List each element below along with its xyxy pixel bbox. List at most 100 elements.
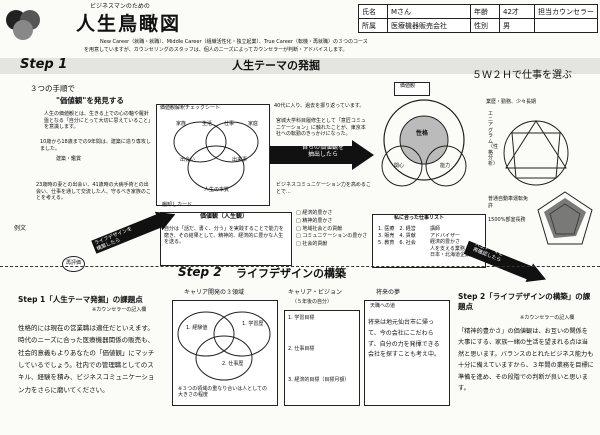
left-box-1-sub: 建築・鑑賞 xyxy=(56,156,82,162)
venn-center: 人生の本質 xyxy=(204,187,230,193)
center-top: 価値観 xyxy=(400,83,416,89)
vision-title: キャリア・ビジョン xyxy=(288,289,343,296)
venn-title: 価値観解釈チェックシート xyxy=(160,105,221,111)
domain-label-1: 1. 経験値 xyxy=(186,325,208,331)
venn-label-2: 生活 xyxy=(202,121,213,127)
list-item: アドバイザー xyxy=(430,232,461,239)
age-value: 42才 xyxy=(499,4,535,19)
list-item: 1. 医療 2. 経営 xyxy=(378,226,416,232)
job-list: 1. 医療 2. 経営 3. 販売 4. 貢献 5. 教育 6. 社会 xyxy=(378,226,428,247)
mid-note: 40代に入り、過去を振り返っています。 xyxy=(274,103,365,109)
step2-right-subheader: ※カウンセラーの記入欄 xyxy=(520,315,575,321)
left-star-text: 人生の価値観とは、生きる上での心の軸や羅針盤となる「自分にとって大切に思えている… xyxy=(44,111,151,130)
job-list-box xyxy=(372,214,486,268)
dream-title: 将来の夢 xyxy=(376,289,401,296)
step2-label: Step 2 xyxy=(178,265,222,279)
org-value: 医療機器販売会社 xyxy=(387,18,471,33)
step2-left-header: Step 1「人生テーマ発掘」の課題点 xyxy=(18,295,143,304)
checklist-item[interactable]: □ コミュニケーションの豊かさ xyxy=(296,233,368,240)
gender-label: 性別 xyxy=(470,18,500,33)
arrow-left-band xyxy=(90,205,179,257)
checklist-item[interactable]: □ 社会的貢献 xyxy=(296,241,328,247)
profile-table: 氏名 Mさん 年齢 42才 担当カウンセラー 所属 医療機器販売会社 性別 男 xyxy=(358,4,598,33)
arrow-down-right-icon xyxy=(463,240,546,283)
extract-arrow-text: 自らの価値観を 抽出したら xyxy=(301,144,344,159)
vision-item: 1. 学習目標 xyxy=(288,315,315,321)
org-label: 所属 xyxy=(358,18,388,33)
three-note: ※３つの領域の重なり合いは人としての大きさの程度 xyxy=(178,386,268,398)
card-title: 価値観（人生観） xyxy=(200,213,249,220)
step1-title: 人生テーマの発掘 xyxy=(232,59,320,72)
checklist-item[interactable]: □ 地域社会との貢献 xyxy=(296,225,343,232)
dream-sub: 天職への道 xyxy=(370,303,396,309)
venn-sub-1: 出会い xyxy=(180,157,196,163)
list-item: 経済的豊かさ xyxy=(430,239,461,245)
step1-label: Step 1 xyxy=(20,57,68,72)
value-card xyxy=(160,212,292,266)
right-title: ５Ｗ２Ｈで仕事を選ぶ xyxy=(472,70,572,81)
checklist-item[interactable]: □ 精神的豊かさ xyxy=(296,217,333,224)
arrow-right-band xyxy=(463,238,550,289)
vision-items: 1. 学習目標 2. 仕事目標 3. 経済的目標（目標月額） xyxy=(288,314,356,383)
venn-label-1: 家族 xyxy=(176,121,187,127)
card-text: 自分は「話だ、書く、分う」を実践することで能力を磨き、その結果として、精神的、経… xyxy=(164,226,284,245)
venn-label-4: 家庭 xyxy=(248,121,259,127)
dream-body: 将来は地元仙台市に帰って、今の会社にこだわらず、自分の力を発揮できる会社を探すこ… xyxy=(368,319,441,359)
list-item: 講師 xyxy=(430,226,441,232)
counselor-label: 担当カウンセラー xyxy=(534,4,598,19)
three-domain-venn xyxy=(177,311,271,381)
brand-subtitle: ビジネスマンのための xyxy=(90,3,150,10)
center-left: 関心 xyxy=(394,163,405,169)
job-list-right: 講師 アドバイザー 経済的豊かさ 人を支える業務 日本・北海道企業 xyxy=(430,226,482,259)
right-sub: 業歴・勤務、少々長期 xyxy=(486,99,537,105)
domain-label-3: 2. 仕事歴 xyxy=(222,361,244,367)
left-heading-2: "価値観"を発見する xyxy=(56,96,124,105)
logo-circles-icon xyxy=(6,10,40,40)
right-note-1: 普通自動車運転免許 xyxy=(488,196,529,209)
checklist-item[interactable]: □ 経済的豊かさ xyxy=(296,210,333,216)
arrow-up-right-icon xyxy=(91,211,176,254)
domain-label-2: 1. 学習歴 xyxy=(242,321,264,327)
left-heading: ３つの手順で xyxy=(30,84,75,93)
arrow-right-icon xyxy=(270,140,374,170)
reassess-badge: 再評価 xyxy=(62,256,86,272)
step2-left-body: 性格的には現在の営業職は適任だといえます。時代のニーズに合った医療機器関係の販売… xyxy=(18,324,155,394)
name-value: Mさん xyxy=(387,4,471,19)
step2-title: ライフデザインの構築 xyxy=(236,267,346,280)
list-item: 5. 教育 6. 社会 xyxy=(378,240,416,246)
enneagram-chart xyxy=(503,120,569,186)
venn-diagram xyxy=(173,121,259,191)
vision-item: 3. 経済的目標（目標月額） xyxy=(288,377,350,383)
center-top-box xyxy=(394,82,430,96)
step1-band xyxy=(0,58,600,74)
venn-check-sheet xyxy=(156,104,270,206)
center-circle: 性格 xyxy=(416,130,429,137)
step2-left-subheader: ※カウンセラーの記入欄 xyxy=(92,307,147,313)
vision-sub: （５年後の自分） xyxy=(292,299,333,305)
right-notes: 普通自動車運転免許 1500%部室長務 xyxy=(488,196,532,224)
job-list-title: 私に合った仕事リスト xyxy=(394,215,445,221)
brand-title: 人生鳥瞰図 xyxy=(76,13,182,35)
memo: ビジネスコミュニケーション力を高めることで… xyxy=(276,182,371,195)
left-example-tag: 例文 xyxy=(14,225,27,232)
step2-divider xyxy=(0,266,600,267)
gender-value: 男 xyxy=(499,18,535,33)
list-item: 日本・北海道企業 xyxy=(430,252,471,258)
step2-right-body: 「精神的豊かさ」の価値観は、お互いの関係を大事にする、家族一緒の生活を望まれる点… xyxy=(458,328,594,393)
list-item: 3. 販売 4. 貢献 xyxy=(378,233,416,239)
left-box-1: 10歳から18歳までの9年間は、建築に造り専攻しました。 xyxy=(40,139,151,152)
center-diagram xyxy=(381,99,467,187)
chart-caption: エニアグラム（性格分析） xyxy=(488,111,499,167)
age-label: 年齢 xyxy=(470,4,500,19)
right-note-2: 1500%部室長務 xyxy=(488,217,526,223)
value-checklist: □ 経済的豊かさ □ 精神的豊かさ □ 地域社会との貢献 □ コミュニケーション… xyxy=(296,210,372,249)
intro-line-2: を用意していますが、カウンセリングのスタッフは、個人のニーズによってカウンセラー… xyxy=(84,47,348,53)
radar-chart xyxy=(537,191,593,245)
center-right: 能力 xyxy=(440,163,451,169)
venn-sub-2: 出来事 xyxy=(232,157,248,163)
three-title: キャリア開発の３領域 xyxy=(184,289,245,296)
mid-note-2: 宮城大学科目履修生として「意匠コミュニケーション」に触れたことが、東京本社への転… xyxy=(276,118,366,137)
vision-item: 2. 仕事目標 xyxy=(288,346,315,352)
extract-arrow xyxy=(270,140,374,170)
vision-box xyxy=(284,310,360,406)
